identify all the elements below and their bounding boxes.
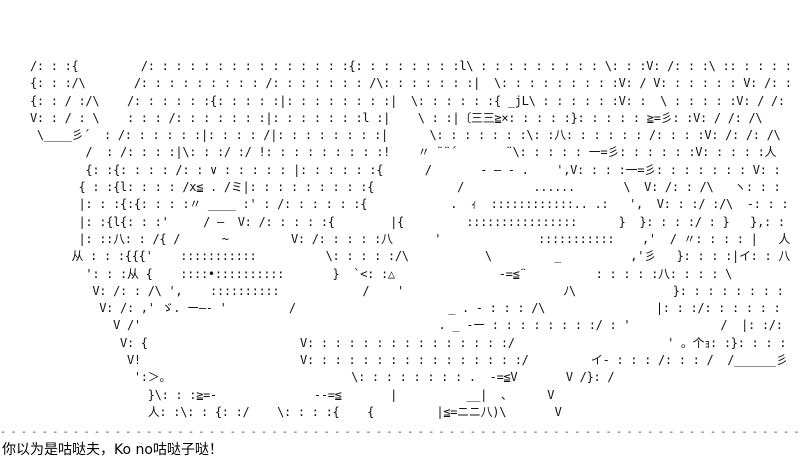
ascii-art-line: / : /: : : :|\: : :/ :/ !: : : : : : : :…	[85, 145, 777, 160]
ascii-art-line: ':＞。 \: : : : : : : : . -=≦V V /}: /	[133, 370, 615, 385]
ascii-art-line: }\: : :≧=- -‐=≦ | __| 、 V	[147, 387, 555, 402]
ascii-art-line: |: ::八: : /{ / ~ V: /: : : : :八 ' ::::::…	[78, 231, 790, 246]
ascii-art-line: /: : :{ /: : : : : : : : : : : : : : :{:…	[30, 59, 790, 73]
ascii-art-line: ': : :从 { ::::•:::::::::: } `<: :△ -=≦¨ …	[85, 266, 733, 281]
ascii-art-line: V! V: : : : : : : : : : : : : : : :/ イ‐ …	[126, 353, 788, 368]
ascii-art-line: V: /: ,' ゞ. ー―‐ ' / _ . - : : : /\ |: : …	[99, 301, 790, 316]
caption-text: 你以为是咕哒夫，Ko no咕哒子哒！	[2, 442, 223, 458]
ascii-art-line: { : :{l: : : : /x≦ . /ミ|: : : : : : : : …	[78, 180, 790, 195]
ascii-art: /: : :{ /: : : : : : : : : : : : : : :{:…	[30, 58, 790, 428]
ascii-art-line: \____彡´ : /: : : : : :|: : : : /|: : : :…	[36, 128, 781, 143]
ascii-art-line: {: : :/\ /: : : : : : : : : /: : : : : :…	[30, 76, 790, 91]
ascii-art-line: {: : / :/\ /: : : : : :{: : : : :|: : : …	[30, 93, 785, 108]
ascii-art-line: 人: :\: : {: :/ \: : : :{ { |≦=ニニ八)\ V	[147, 404, 562, 419]
ascii-art-line: |: :{l{: : :' / ― V: /: : : : :{ |{ ::::…	[78, 214, 785, 229]
ascii-art-line: V /' . _ -ー : : : : : : : :/ : ' / |: :/…	[113, 318, 790, 333]
ascii-art-line: V: { V: : : : : : : : : : : : : : :/ ' 。…	[120, 335, 787, 350]
ascii-art-line: {: :{: : : : /: : ∨ : : : : : |: : : : :…	[85, 162, 790, 177]
divider-line: - - - - - - - - - - - - - - - - - - - - …	[0, 428, 802, 438]
ascii-art-line: 从 : : :{{{' ::::::::::: \: : : : :/\ \ _…	[71, 249, 790, 264]
ascii-art-line: V: /: : /\ ', :::::::::: / ' ﾉ\ }: : : :…	[92, 283, 784, 298]
ascii-art-line: V: : / : \ : : : /: : : : : : :|: : : : …	[30, 110, 763, 125]
ascii-art-line: |: : :{:{: : : :〃 ____ :' : /: : : : : :…	[78, 197, 789, 212]
